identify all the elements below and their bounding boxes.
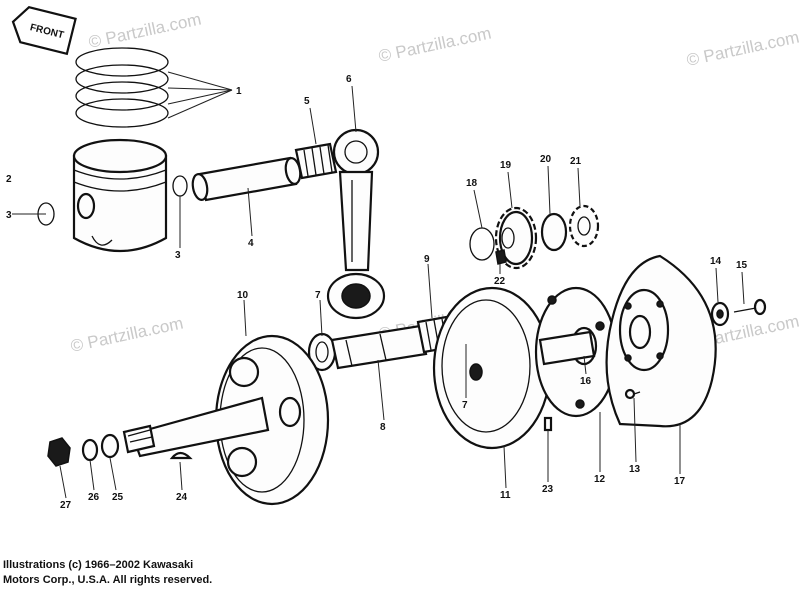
callout-3: 3 xyxy=(175,250,181,261)
callout-2: 2 xyxy=(6,174,12,185)
washer-and-bolt xyxy=(710,298,767,327)
small-gear xyxy=(568,204,600,248)
callout-24: 24 xyxy=(176,492,188,503)
watermark: © Partzilla.com xyxy=(69,314,185,356)
callout-17: 17 xyxy=(674,476,686,487)
callout-23: 23 xyxy=(542,484,554,495)
callout-18: 18 xyxy=(466,178,478,189)
copyright-notice: Illustrations (c) 1966–2002 Kawasaki Mot… xyxy=(3,558,212,588)
piston xyxy=(72,138,168,252)
callout-21: 21 xyxy=(570,156,582,167)
primary-gear xyxy=(494,206,538,270)
callout-14: 14 xyxy=(710,256,722,267)
cover-plate xyxy=(605,254,717,428)
callout-13: 13 xyxy=(629,464,641,475)
washer xyxy=(100,433,120,459)
callout-9: 9 xyxy=(424,254,430,265)
callout-1: 1 xyxy=(236,86,242,97)
callout-8: 8 xyxy=(380,422,386,433)
copyright-line-1: Illustrations (c) 1966–2002 Kawasaki xyxy=(3,559,194,571)
callout-10: 10 xyxy=(237,290,249,301)
screw xyxy=(624,388,641,400)
right-crank-half xyxy=(432,286,552,450)
crank-pin xyxy=(330,324,428,370)
lock-washer xyxy=(81,438,99,462)
callout-12: 12 xyxy=(594,474,606,485)
circlip-right xyxy=(172,175,188,197)
callout-22: 22 xyxy=(494,276,506,287)
thrust-washer xyxy=(540,212,568,252)
left-crank-half xyxy=(122,334,330,506)
nut xyxy=(47,437,71,467)
callout-11: 11 xyxy=(500,490,511,501)
callout-7: 7 xyxy=(462,400,468,411)
watermark: © Partzilla.com xyxy=(377,24,493,66)
snap-ring xyxy=(469,227,495,261)
copyright-line-2: Motors Corp., U.S.A. All rights reserved… xyxy=(3,574,213,586)
callout-25: 25 xyxy=(112,492,124,503)
callout-20: 20 xyxy=(540,154,552,165)
callout-26: 26 xyxy=(88,492,100,503)
callout-27: 27 xyxy=(60,500,72,511)
watermark: © Partzilla.com xyxy=(87,10,203,52)
callout-6: 6 xyxy=(346,74,352,85)
callout-19: 19 xyxy=(500,160,512,171)
callout-7: 7 xyxy=(315,290,321,301)
key xyxy=(495,249,507,265)
piston-pin xyxy=(191,156,302,202)
connecting-rod xyxy=(326,128,386,320)
callout-4: 4 xyxy=(248,238,254,249)
callout-5: 5 xyxy=(304,96,310,107)
piston-rings xyxy=(75,47,169,128)
dowel-pin xyxy=(543,416,553,432)
callout-15: 15 xyxy=(736,260,748,271)
callout-3: 3 xyxy=(6,210,12,221)
watermark: © Partzilla.com xyxy=(685,28,800,70)
small-end-needle-bearing xyxy=(294,142,338,180)
callout-16: 16 xyxy=(580,376,592,387)
front-arrow-icon: FRONT xyxy=(11,6,77,56)
crankshaft-output xyxy=(538,330,596,366)
woodruff-key xyxy=(169,451,193,460)
